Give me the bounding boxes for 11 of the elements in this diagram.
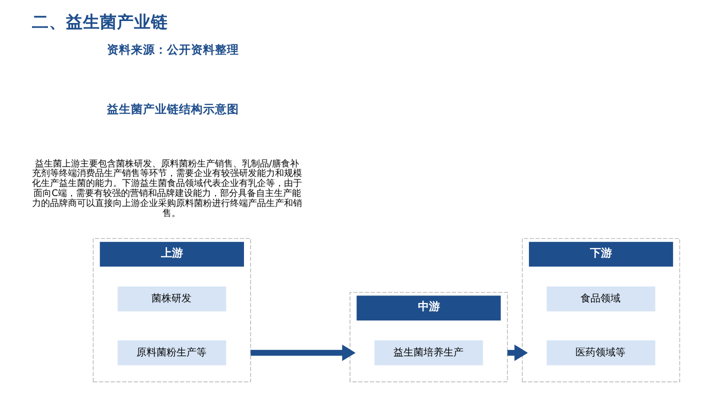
diagram-title: 二、益生菌产业链 bbox=[32, 12, 168, 32]
arrow bbox=[507, 344, 528, 362]
node-box: 原料菌粉生产等 bbox=[118, 340, 226, 366]
label: 资料来源：公开资料整理 bbox=[106, 42, 239, 57]
label: 益生菌产业链结构示意图 bbox=[106, 102, 239, 116]
node-box: 益生菌培养生产 bbox=[374, 340, 483, 366]
label: 益生菌上游主要包含菌株研发、原料菌粉生产销售、乳制品/膳食补充剂等终端消费品生产销售等环节，需要企业有较强研发能力和规模化生产益生菌的能力。下游益生菌食品领域代表企业有乳企等，由于面向C端，需要有较强的营销和品牌建设能力，部分具备自主生产能力的品牌商可以直接向上游企业采购原料菌粉进行终端产品生产和销售。 bbox=[32, 159, 302, 219]
node-box: 医药领域等 bbox=[546, 340, 656, 366]
arrow bbox=[250, 344, 356, 362]
node-box: 食品领域 bbox=[546, 286, 656, 312]
node-box: 菌株研发 bbox=[118, 286, 226, 312]
